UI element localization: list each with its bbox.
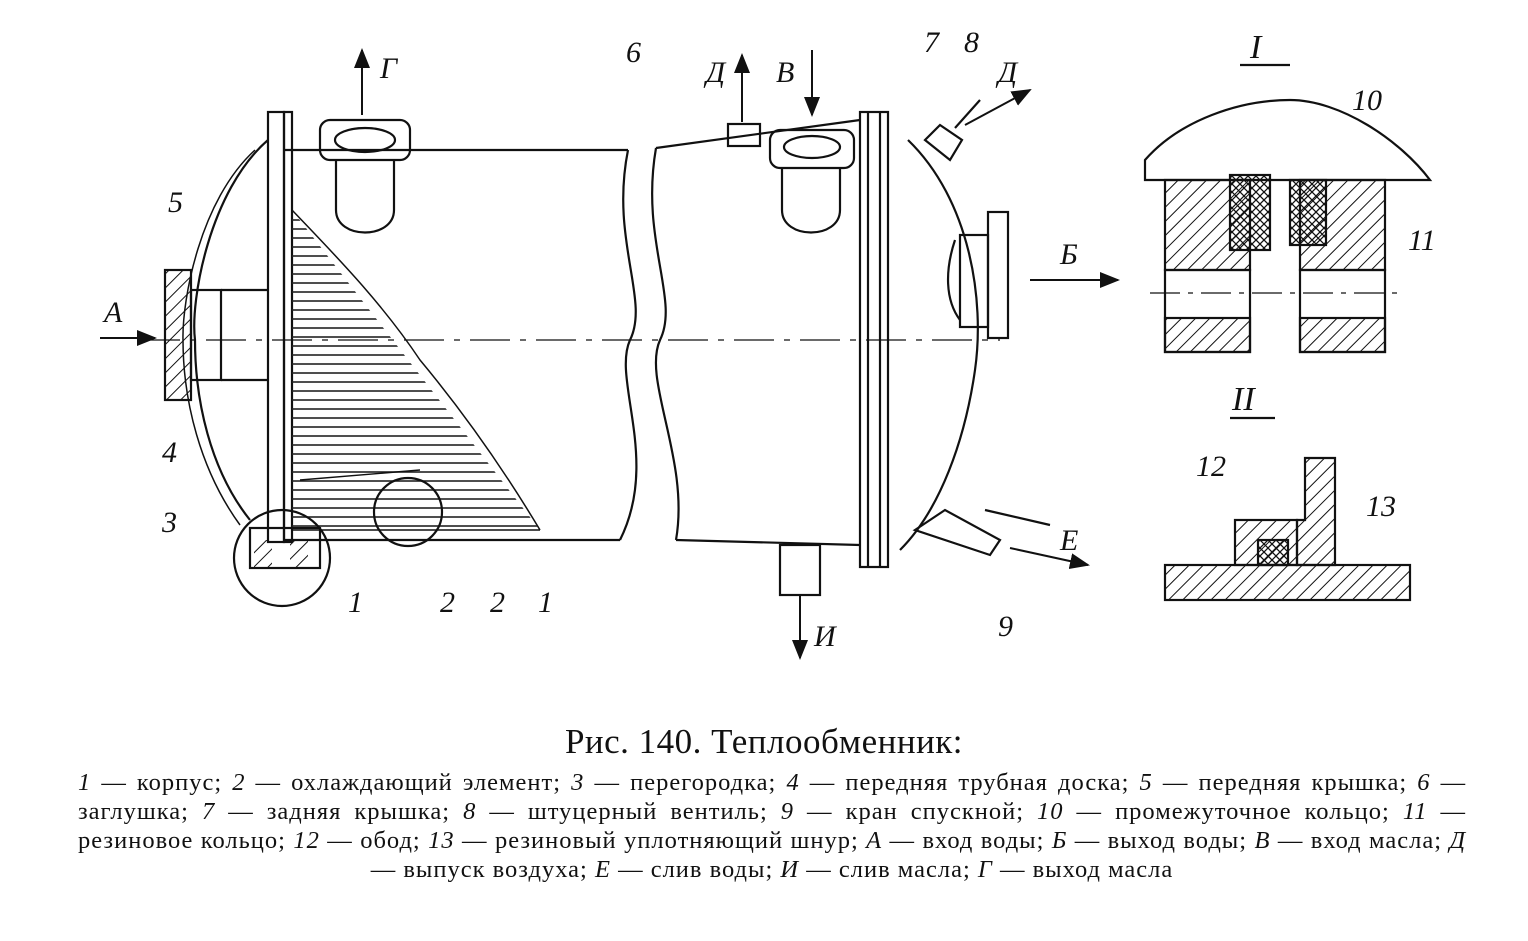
legend-item: 6 — заглушка; <box>78 769 1467 825</box>
label-flow-I: И <box>813 620 838 653</box>
legend-text: вход масла; <box>1310 827 1443 854</box>
legend-text: слив воды; <box>650 856 774 883</box>
label-flow-G: Г <box>379 52 399 85</box>
label-3: 3 <box>161 506 177 539</box>
label-5: 5 <box>168 186 183 219</box>
legend-text: кран спускной; <box>845 798 1025 825</box>
legend-item: 9 — кран спускной; <box>780 798 1025 825</box>
legend-text: выпуск воздуха; <box>403 856 588 883</box>
label-7: 7 <box>924 26 941 59</box>
legend-key: 12 <box>293 827 320 854</box>
legend-text: резиновый уплотняющий шнур; <box>494 827 859 854</box>
legend-text: выход масла <box>1032 856 1174 883</box>
legend-key: Б <box>1051 827 1068 854</box>
legend-item: Д — выпуск воздуха; <box>370 827 1467 883</box>
flow-arrows <box>100 48 1120 660</box>
label-flow-B: Б <box>1059 238 1078 271</box>
figure-legend: 1 — корпус; 2 — охлаждающий элемент; 3 —… <box>78 768 1466 884</box>
legend-key: 13 <box>428 827 455 854</box>
legend-text: заглушка; <box>78 798 189 825</box>
legend-item: 10 — промежуточное кольцо; <box>1037 798 1390 825</box>
detail-view-2 <box>1163 416 1412 602</box>
legend-key: 1 <box>78 769 92 796</box>
label-flow-D-top: Д <box>703 56 727 89</box>
legend-item: Б — выход воды; <box>1051 827 1248 854</box>
label-12: 12 <box>1196 450 1226 483</box>
legend-item: 1 — корпус; <box>78 769 223 796</box>
label-detail-1-circle: 1 <box>348 586 363 619</box>
label-flow-E: Е <box>1059 524 1078 557</box>
legend-item: Г — выход масла <box>977 856 1174 883</box>
label-flow-V: В <box>776 56 794 89</box>
legend-item: 3 — перегородка; <box>571 769 777 796</box>
diagram-labels: 1 2 3 4 5 6 7 8 9 10 11 12 13 1 2 А Г Д … <box>102 26 1436 653</box>
legend-text: вход воды; <box>922 827 1045 854</box>
legend-key: Г <box>977 856 993 883</box>
label-9: 9 <box>998 610 1013 643</box>
legend-item: 11 — резиновое кольцо; <box>78 798 1467 854</box>
legend-item: 2 — охлаждающий элемент; <box>232 769 562 796</box>
legend-text: задняя крышка; <box>266 798 451 825</box>
legend-key: А <box>866 827 883 854</box>
legend-key: 6 <box>1417 769 1431 796</box>
legend-item: 7 — задняя крышка; <box>201 798 451 825</box>
legend-item: В — вход масла; <box>1254 827 1443 854</box>
legend-key: 3 <box>571 769 585 796</box>
legend-key: 10 <box>1037 798 1064 825</box>
legend-key: 8 <box>463 798 477 825</box>
label-2: 2 <box>490 586 505 619</box>
legend-text: обод; <box>360 827 421 854</box>
label-detail-1: I <box>1249 29 1263 66</box>
legend-text: передняя крышка; <box>1198 769 1408 796</box>
legend-text: корпус; <box>136 769 223 796</box>
legend-key: И <box>780 856 800 883</box>
legend-key: 9 <box>780 798 795 825</box>
label-detail-2: II <box>1231 381 1256 418</box>
heat-exchanger-drawing: 1 2 3 4 5 6 7 8 9 10 11 12 13 1 2 А Г Д … <box>100 26 1436 660</box>
label-detail-2-circle: 2 <box>440 586 455 619</box>
legend-item: 8 — штуцерный вентиль; <box>463 798 768 825</box>
label-4: 4 <box>162 436 177 469</box>
legend-text: охлаждающий элемент; <box>291 769 562 796</box>
legend-key: 5 <box>1139 769 1153 796</box>
legend-key: 2 <box>232 769 246 796</box>
legend-key: 11 <box>1402 798 1428 825</box>
legend-text: промежуточное кольцо; <box>1115 798 1390 825</box>
legend-text: выход воды; <box>1107 827 1248 854</box>
legend-item: 12 — обод; <box>293 827 421 854</box>
legend-item: И — слив масла; <box>780 856 971 883</box>
legend-item: 4 — передняя трубная доска; <box>786 769 1130 796</box>
legend-key: В <box>1254 827 1271 854</box>
legend-key: Е <box>594 856 611 883</box>
detail-view-1 <box>1143 63 1433 354</box>
main-body <box>140 99 1051 608</box>
label-flow-D: Д <box>995 56 1019 89</box>
label-1: 1 <box>538 586 553 619</box>
legend-text: резиновое кольцо; <box>78 827 286 854</box>
legend-text: слив масла; <box>838 856 971 883</box>
legend-key: 7 <box>201 798 216 825</box>
legend-text: штуцерный вентиль; <box>527 798 768 825</box>
label-flow-A: А <box>102 296 123 329</box>
legend-key: 4 <box>786 769 800 796</box>
legend-item: Е — слив воды; <box>594 856 774 883</box>
figure-caption-title: Рис. 140. Теплообменник: <box>564 722 964 761</box>
label-13: 13 <box>1366 490 1396 523</box>
legend-item: А — вход воды; <box>866 827 1045 854</box>
label-11: 11 <box>1408 224 1436 257</box>
legend-item: 13 — резиновый уплотняющий шнур; <box>428 827 859 854</box>
label-6: 6 <box>626 36 641 69</box>
legend-item: 5 — передняя крышка; <box>1139 769 1408 796</box>
label-8: 8 <box>964 26 979 59</box>
legend-text: передняя трубная доска; <box>845 769 1130 796</box>
label-10: 10 <box>1352 84 1382 117</box>
legend-key: Д <box>1449 827 1467 854</box>
legend-text: перегородка; <box>630 769 777 796</box>
